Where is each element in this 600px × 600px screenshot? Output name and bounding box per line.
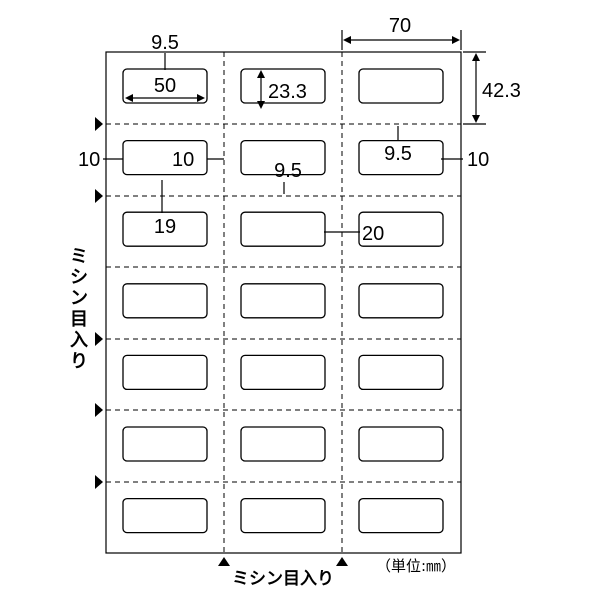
label-r7-c3: [358, 497, 444, 534]
label-r4-c2: [240, 283, 326, 319]
perforation-caption-char-3: ン: [70, 288, 88, 309]
perforation-caption-vertical: ミ シ ン 目 入 り: [70, 246, 88, 372]
perforation-marker-left-5: [95, 475, 103, 489]
label-r5-c2: [240, 354, 326, 391]
label-height-arrowhead-top: [257, 70, 265, 78]
label-left-margin-value: 9.5: [151, 32, 179, 54]
label-bottom-gap-value: 9.5: [384, 143, 412, 165]
label-r2-c1: [122, 139, 208, 176]
label-r1-c3: [358, 68, 444, 104]
right-margin-value: 10: [467, 149, 489, 171]
label-height-value: 23.3: [268, 81, 307, 103]
label-r4-c1: [122, 283, 208, 319]
vertical-offset-value: 19: [154, 216, 176, 238]
perforation-caption-char-4: 目: [70, 309, 88, 330]
perforation-marker-left-2: [95, 189, 103, 203]
perforation-marker-bottom-2: [336, 557, 348, 566]
label-grid: [122, 68, 444, 534]
label-width-arrowhead-left: [125, 94, 133, 102]
column-width-arrowhead-right: [452, 36, 460, 44]
row-height-value: 42.3: [482, 80, 521, 102]
perforation-marker-bottom-1: [218, 557, 230, 566]
label-r6-c3: [358, 426, 444, 462]
label-r5-c1: [122, 354, 208, 391]
column-width-arrowhead-left: [343, 36, 351, 44]
label-width-value: 50: [154, 75, 176, 97]
sheet-outline: [105, 51, 462, 554]
label-gap-value-left: 10: [172, 149, 194, 171]
left-margin-value: 10: [78, 149, 100, 171]
perforation-marker-left-4: [95, 403, 103, 417]
perforation-marker-left-3: [95, 332, 103, 346]
perforation-caption-char-2: シ: [70, 267, 88, 288]
label-top-gap-value: 9.5: [274, 160, 302, 182]
row-height-arrowhead-top: [472, 53, 480, 61]
label-height-arrowhead-bottom: [257, 101, 265, 109]
label-pitch-value: 20: [362, 223, 384, 245]
label-r4-c3: [358, 283, 444, 319]
label-r3-c3: [358, 211, 444, 247]
perforation-marker-left-1: [95, 117, 103, 131]
row-height-arrowhead-bottom: [472, 115, 480, 123]
perforation-caption-char-6: り: [70, 351, 88, 372]
label-r3-c2: [240, 211, 326, 247]
column-width-value: 70: [389, 15, 411, 37]
label-r6-c1: [122, 426, 208, 462]
label-r6-c2: [240, 426, 326, 462]
label-r2-c2: [240, 139, 326, 176]
perforation-caption-bottom: ミシン目入り: [232, 569, 334, 589]
label-r3-c1: [122, 211, 208, 247]
label-r7-c2: [240, 497, 326, 534]
perforation-caption-char-5: 入: [70, 330, 88, 351]
label-width-arrowhead-right: [197, 94, 205, 102]
label-r5-c3: [358, 354, 444, 391]
unit-note: （単位:㎜）: [376, 557, 456, 575]
label-r7-c1: [122, 497, 208, 534]
label-r2-c3: [358, 139, 444, 176]
perforation-caption-char-1: ミ: [70, 246, 88, 267]
